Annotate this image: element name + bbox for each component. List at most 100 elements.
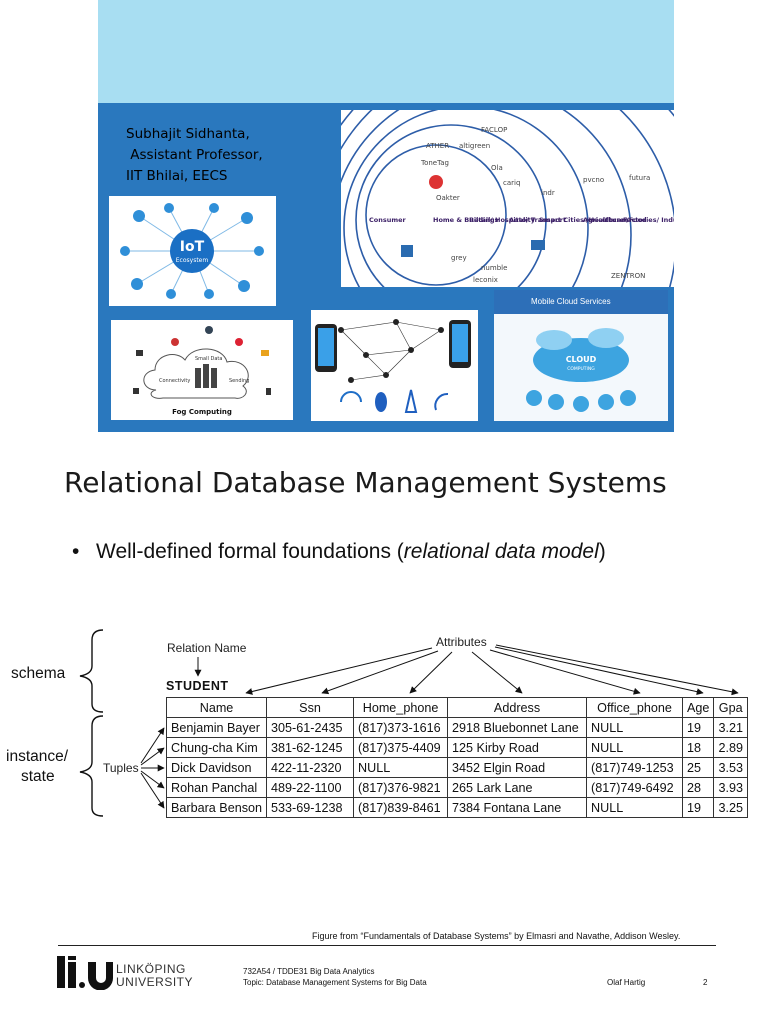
- slide-title: Relational Database Management Systems: [64, 466, 667, 499]
- eco-ring-factories: Factories/ Industrial: [623, 216, 674, 224]
- cell-office-phone: (817)749-1253: [586, 757, 684, 778]
- cell-address: 265 Lark Lane: [447, 777, 588, 798]
- fog-computing-graphic: Small Data Connectivity Sending Fog Comp…: [133, 326, 271, 416]
- column-header: Address: [447, 697, 588, 718]
- presenter-info: Subhajit Sidhanta, Assistant Professor, …: [126, 124, 263, 187]
- tuple-arrows: [140, 727, 165, 809]
- course-info: 732A54 / TDDE31 Big Data Analytics Topic…: [243, 966, 427, 988]
- fog-right-label: Sending: [229, 378, 249, 384]
- cell-home-phone: (817)375-4409: [353, 737, 449, 758]
- brand-cariq: cariq: [503, 179, 520, 187]
- brand-oakter: Oakter: [436, 194, 460, 202]
- column-header: Office_phone: [586, 697, 684, 718]
- fog-computing-image: Small Data Connectivity Sending Fog Comp…: [111, 320, 293, 420]
- instance-label-line1: instance/: [6, 748, 69, 765]
- iot-logo-text: IoT: [180, 239, 205, 255]
- cell-age: 28: [682, 777, 715, 798]
- cell-office-phone: NULL: [586, 797, 684, 818]
- instance-brace: [79, 715, 104, 817]
- eco-ring-home: Home & Buildings: [433, 216, 498, 224]
- brand-ather: ATHER: [426, 142, 449, 150]
- table-row: Dick Davidson 422-11-2320 NULL 3452 Elgi…: [165, 757, 748, 778]
- instance-label-line2: state: [21, 768, 55, 785]
- bullet-text-suffix: ): [598, 540, 606, 563]
- cell-address: 7384 Fontana Lane: [447, 797, 588, 818]
- cell-ssn: 489-22-1100: [266, 777, 355, 798]
- figure-credit: Figure from “Fundamentals of Database Sy…: [312, 931, 681, 941]
- table-row: Chung-cha Kim 381-62-1245 (817)375-4409 …: [165, 737, 748, 758]
- cell-gpa: 3.53: [713, 757, 748, 778]
- schema-label: schema: [11, 665, 66, 682]
- eco-ring-auto: Auto/ Transport: [509, 216, 566, 224]
- cell-office-phone: NULL: [586, 717, 684, 738]
- cell-office-phone: NULL: [586, 737, 684, 758]
- cell-name: Dick Davidson: [165, 757, 268, 778]
- cell-home-phone: (817)376-9821: [353, 777, 449, 798]
- column-header: Ssn: [266, 697, 355, 718]
- brand-altigreen: altigreen: [459, 142, 490, 150]
- brand-zentron: ZENTRON: [611, 272, 645, 280]
- cell-ssn: 381-62-1245: [266, 737, 355, 758]
- mobile-cloud-header: Mobile Cloud Services: [494, 290, 668, 314]
- cell-gpa: 3.93: [713, 777, 748, 798]
- presenter-affiliation: IIT Bhilai, EECS: [126, 168, 228, 184]
- cell-home-phone: (817)839-8461: [353, 797, 449, 818]
- page-number: 2: [703, 978, 708, 987]
- cell-home-phone: NULL: [353, 757, 449, 778]
- banner-top-band: [98, 0, 674, 103]
- brand-grey: grey: [451, 254, 467, 262]
- cell-age: 18: [682, 737, 715, 758]
- cell-gpa: 3.25: [713, 797, 748, 818]
- brand-pvcno: pvcno: [583, 176, 604, 184]
- brand-futura: futura: [629, 174, 650, 182]
- mobile-network-graphic: [315, 319, 471, 413]
- cell-ssn: 533-69-1238: [266, 797, 355, 818]
- presenter-role: Assistant Professor,: [126, 147, 263, 163]
- fog-left-label: Connectivity: [159, 378, 190, 384]
- column-header: Age: [682, 697, 715, 718]
- bullet-text-prefix: Well-defined formal foundations (: [96, 540, 404, 563]
- bullet-dot: •: [72, 540, 80, 563]
- iot-ecosystem-image: IoT Ecosystem: [109, 196, 276, 306]
- table-row: Benjamin Bayer 305-61-2435 (817)373-1616…: [165, 717, 748, 738]
- liu-logo-icon: [57, 956, 113, 990]
- course-code: 732A54 / TDDE31 Big Data Analytics: [243, 967, 375, 976]
- table-row: Rohan Panchal 489-22-1100 (817)376-9821 …: [165, 777, 748, 798]
- course-topic: Topic: Database Management Systems for B…: [243, 978, 427, 987]
- iot-logo-subtext: Ecosystem: [176, 257, 209, 264]
- cell-address: 125 Kirby Road: [447, 737, 588, 758]
- iot-network-graphic: IoT Ecosystem: [120, 203, 264, 299]
- cell-gpa: 3.21: [713, 717, 748, 738]
- cloud-word: CLOUD: [566, 355, 597, 364]
- eco-ring-consumer: Consumer: [369, 216, 407, 224]
- bullet-text-italic: relational data model: [403, 540, 599, 563]
- cell-name: Benjamin Bayer: [165, 717, 268, 738]
- mobile-cloud-services-image: Mobile Cloud Services CLOUD COMPUTING: [494, 290, 668, 421]
- tuples-label: Tuples: [103, 761, 139, 775]
- column-header: Home_phone: [353, 697, 449, 718]
- column-header: Name: [165, 697, 268, 718]
- eco-ring-retail: Retail/ Hospitality: [469, 216, 536, 224]
- cloud-sub: COMPUTING: [567, 366, 595, 372]
- brand-numble: numble: [481, 264, 507, 272]
- brand-faclop: FACLOP: [481, 126, 507, 134]
- cell-age: 19: [682, 797, 715, 818]
- brand-indr: indr: [541, 189, 555, 197]
- student-relation-table: Name Ssn Home_phone Address Office_phone…: [165, 697, 748, 818]
- cell-ssn: 422-11-2320: [266, 757, 355, 778]
- university-line2: UNIVERSITY: [116, 975, 194, 989]
- university-line1: LINKÖPING: [116, 962, 186, 976]
- table-row: Barbara Benson 533-69-1238 (817)839-8461…: [165, 797, 748, 818]
- cell-address: 2918 Bluebonnet Lane: [447, 717, 588, 738]
- brand-tonetag: ToneTag: [420, 159, 449, 167]
- fog-caption: Fog Computing: [172, 408, 232, 416]
- cell-age: 25: [682, 757, 715, 778]
- university-name: LINKÖPING UNIVERSITY: [116, 963, 193, 989]
- bullet-point: • Well-defined formal foundations (relati…: [72, 540, 606, 564]
- eco-ring-agriculture: Agriculture /Food: [583, 216, 647, 224]
- cell-name: Rohan Panchal: [165, 777, 268, 798]
- brand-ola: Ola: [491, 164, 503, 172]
- cell-gpa: 2.89: [713, 737, 748, 758]
- cell-office-phone: (817)749-6492: [586, 777, 684, 798]
- mobile-network-image: [311, 310, 478, 421]
